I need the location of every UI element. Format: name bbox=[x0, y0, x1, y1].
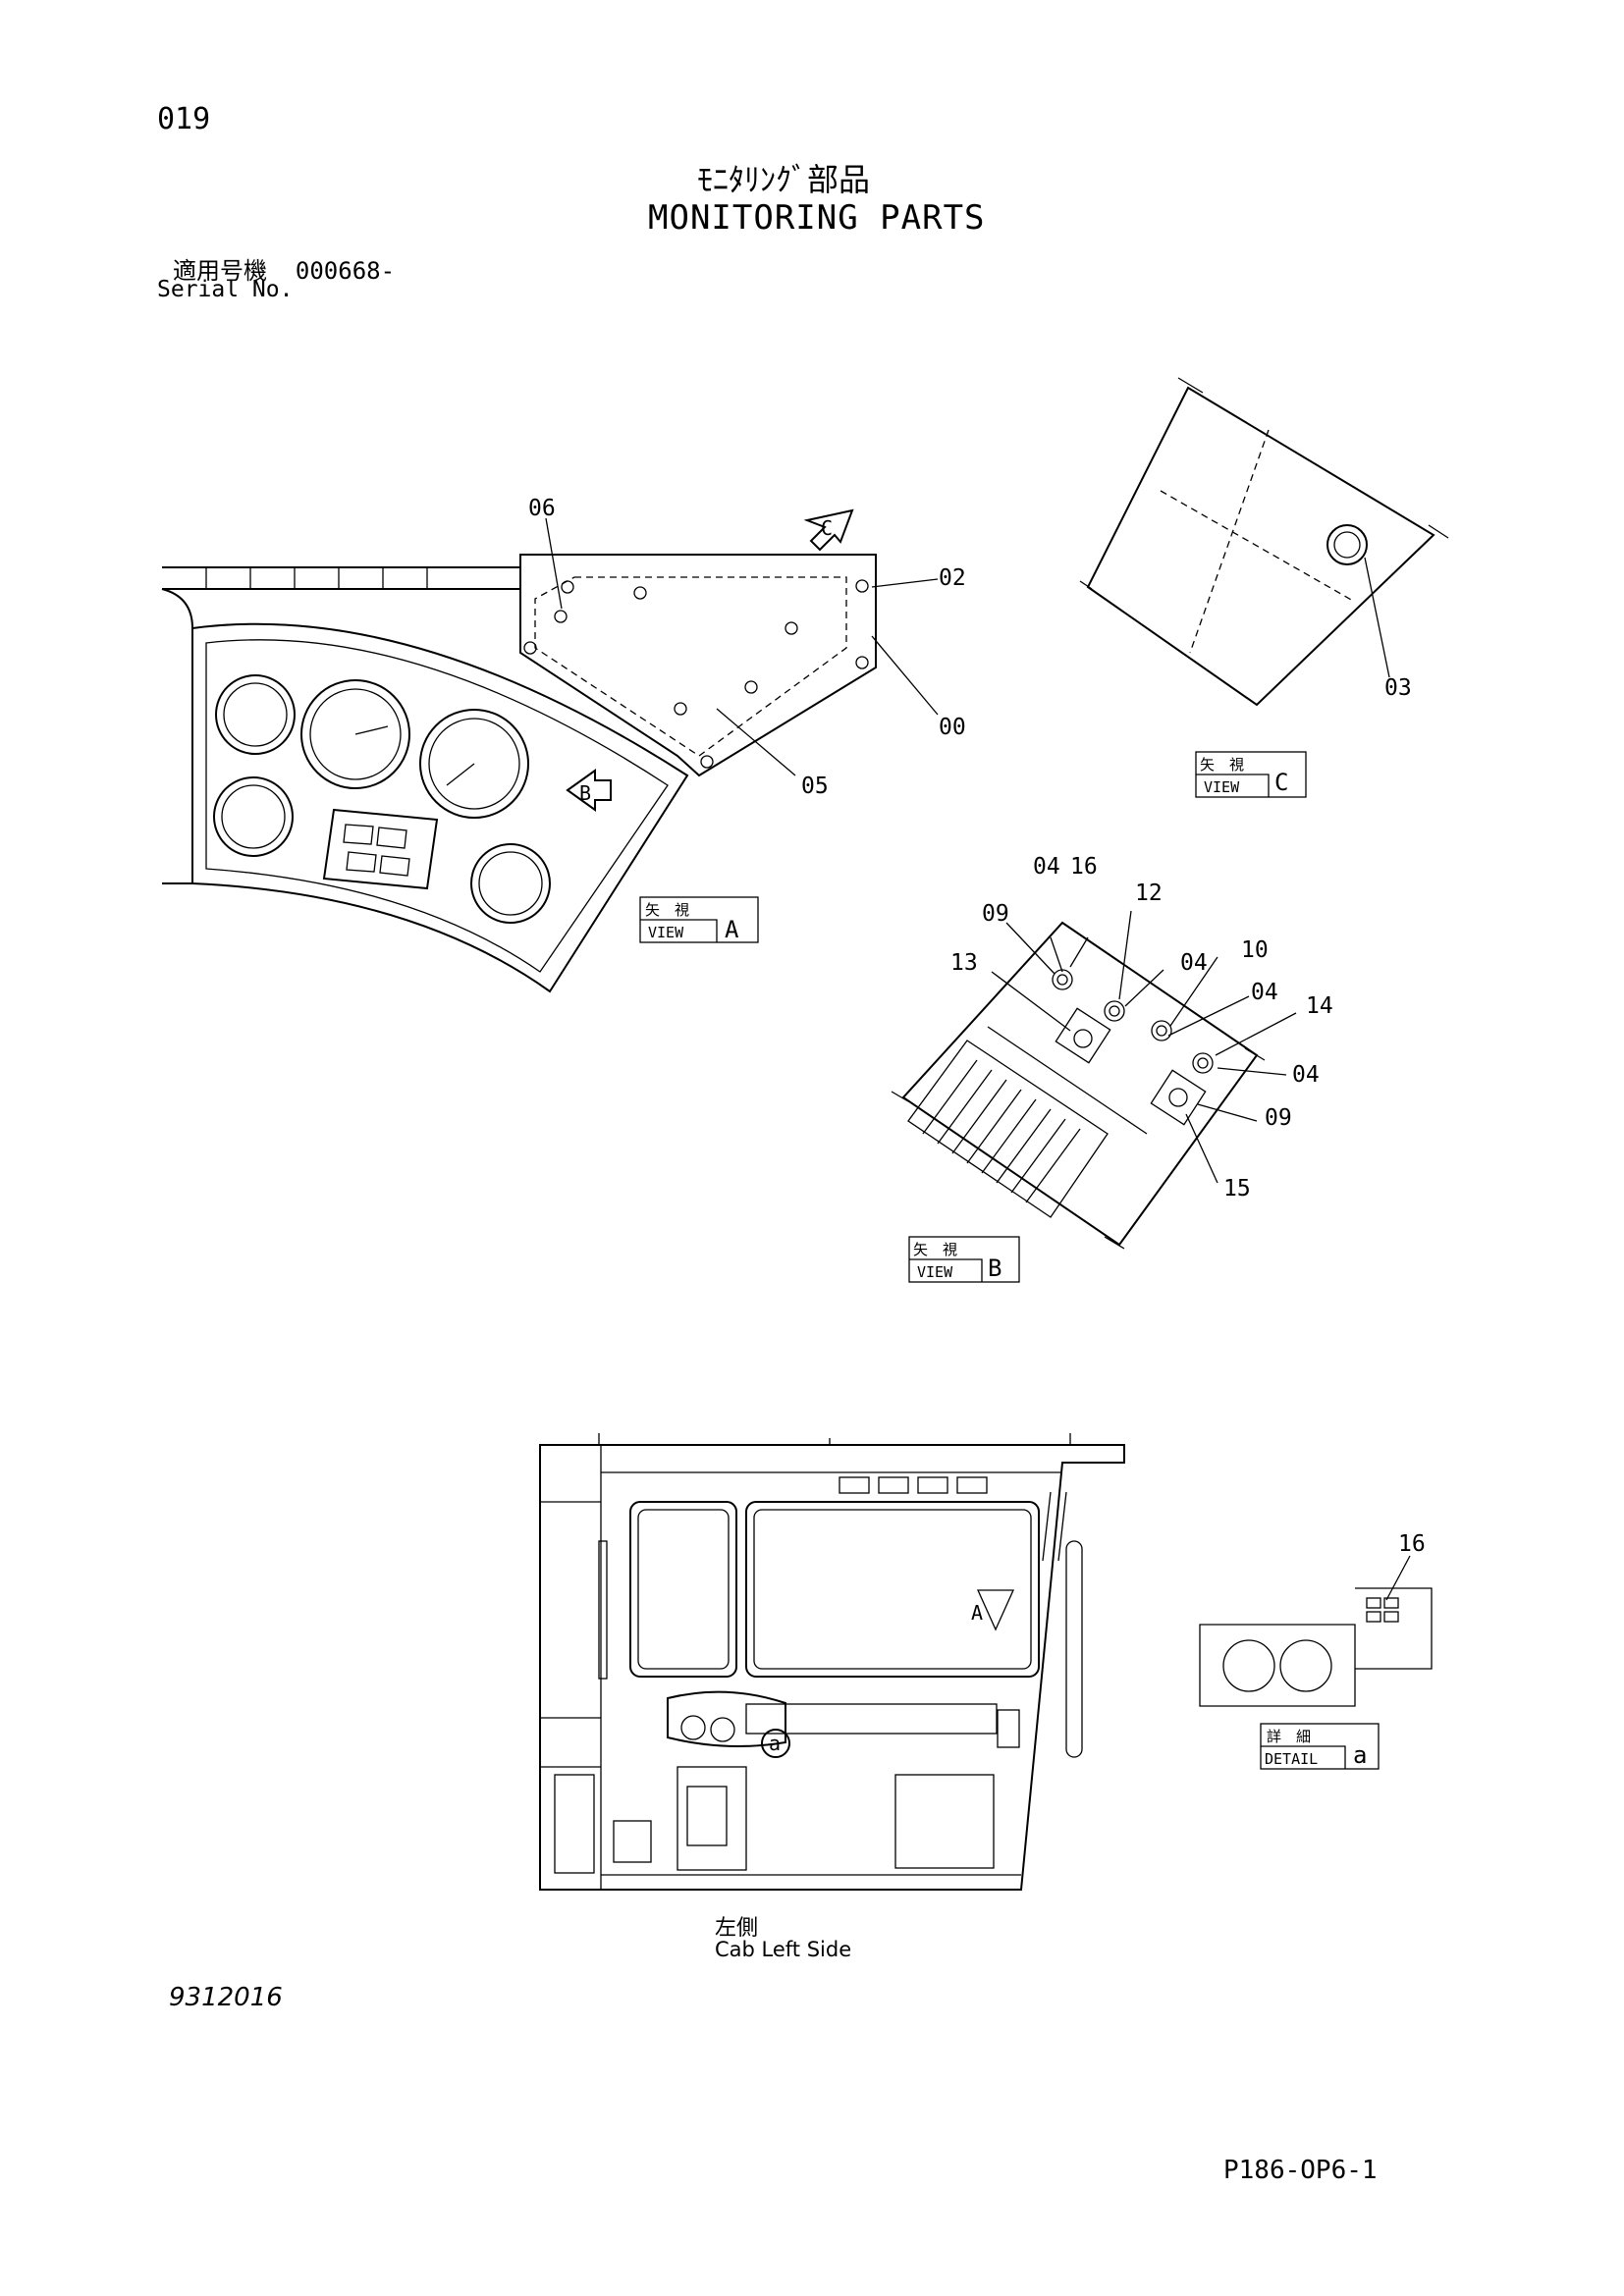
drawing-number: 9312016 bbox=[169, 1983, 283, 2012]
callout-04-right: 04 bbox=[1251, 980, 1278, 1005]
svg-text:矢 視: 矢 視 bbox=[1200, 756, 1244, 774]
svg-text:DETAIL: DETAIL bbox=[1265, 1750, 1318, 1768]
cab-caption-en: Cab Left Side bbox=[715, 1938, 852, 1961]
arrow-c-letter: C bbox=[821, 516, 833, 540]
callout-09-bottom: 09 bbox=[1265, 1105, 1292, 1131]
callout-03: 03 bbox=[1384, 675, 1412, 701]
page-number: 019 bbox=[157, 102, 211, 136]
callout-00: 00 bbox=[939, 715, 966, 740]
callout-04-mid: 04 bbox=[1180, 950, 1208, 976]
callout-04-bottom: 04 bbox=[1292, 1062, 1320, 1088]
view-a-panel bbox=[161, 508, 939, 993]
callout-06: 06 bbox=[528, 496, 556, 521]
callout-14: 14 bbox=[1306, 993, 1333, 1019]
callout-15: 15 bbox=[1223, 1176, 1251, 1201]
callout-05: 05 bbox=[801, 774, 829, 799]
view-b-label: 矢 視 VIEW B bbox=[908, 1236, 1020, 1283]
svg-text:C: C bbox=[1274, 769, 1288, 796]
callout-02: 02 bbox=[939, 565, 966, 591]
svg-text:B: B bbox=[988, 1255, 1001, 1282]
page-code: P186-OP6-1 bbox=[1223, 2156, 1378, 2185]
svg-text:VIEW: VIEW bbox=[648, 924, 684, 941]
title-english: MONITORING PARTS bbox=[648, 198, 986, 238]
svg-text:詳 細: 詳 細 bbox=[1267, 1728, 1311, 1745]
svg-text:矢 視: 矢 視 bbox=[645, 901, 689, 919]
svg-text:VIEW: VIEW bbox=[917, 1263, 953, 1281]
callout-13: 13 bbox=[950, 950, 978, 976]
view-a-label: 矢 視 VIEW A bbox=[639, 896, 759, 943]
svg-text:A: A bbox=[725, 916, 739, 943]
callout-04-top: 04 bbox=[1033, 854, 1060, 880]
gauge-group bbox=[213, 674, 551, 924]
serial-value: 000668- bbox=[295, 257, 396, 285]
title-japanese: ﾓﾆﾀﾘﾝｸﾞ部品 bbox=[697, 161, 871, 198]
arrow-b-letter: B bbox=[579, 781, 591, 805]
detail-a-label: 詳 細 DETAIL a bbox=[1260, 1723, 1380, 1770]
callout-16-detail: 16 bbox=[1398, 1531, 1426, 1557]
view-c-label: 矢 視 VIEW C bbox=[1195, 751, 1307, 798]
svg-text:a: a bbox=[1353, 1741, 1367, 1769]
svg-text:VIEW: VIEW bbox=[1204, 778, 1240, 796]
svg-text:矢 視: 矢 視 bbox=[913, 1241, 957, 1258]
callout-09-top: 09 bbox=[982, 901, 1009, 927]
view-c-plate bbox=[1079, 377, 1449, 707]
serial-label-jp: 適用号機 bbox=[173, 257, 267, 285]
serial-line: 適用号機 000668- bbox=[173, 251, 395, 286]
callout-10: 10 bbox=[1241, 937, 1269, 963]
cab-caption-jp: 左側 bbox=[715, 1916, 759, 1941]
callout-16-view-b: 16 bbox=[1070, 854, 1098, 880]
view-b-plate bbox=[891, 910, 1297, 1250]
detail-a-drawing bbox=[1199, 1555, 1433, 1707]
cab-drawing bbox=[539, 1433, 1125, 1891]
serial-label-en: Serial No. bbox=[157, 277, 294, 302]
callout-12: 12 bbox=[1135, 881, 1163, 906]
arrow-a-letter: A bbox=[971, 1601, 983, 1625]
callout-a: a bbox=[769, 1732, 781, 1755]
